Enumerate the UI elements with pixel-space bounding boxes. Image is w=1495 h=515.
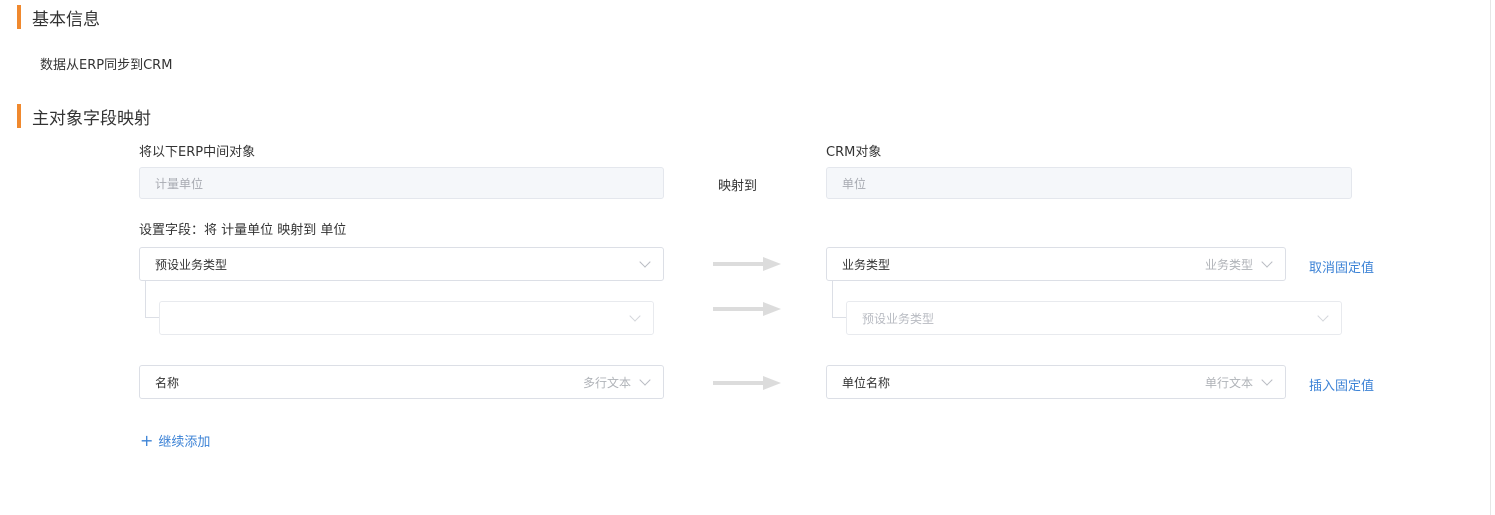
mapping-arrow-icon (713, 376, 783, 390)
sync-direction-text: 数据从ERP同步到CRM (40, 58, 173, 73)
target-subfield-select[interactable]: 预设业务类型 (846, 301, 1342, 335)
chevron-down-icon (639, 256, 651, 268)
source-object-input: 计量单位 (139, 167, 664, 199)
field-mapping-heading: 主对象字段映射 (17, 104, 151, 129)
basic-info-heading: 基本信息 (17, 5, 100, 30)
source-subfield-select[interactable] (159, 301, 654, 335)
target-field-select[interactable]: 单位名称 单行文本 (826, 365, 1286, 399)
source-field-select[interactable]: 预设业务类型 (139, 247, 664, 281)
panel-divider (1490, 0, 1491, 515)
field-mapping-title: 主对象字段映射 (32, 108, 151, 129)
source-field-value: 预设业务类型 (155, 257, 228, 272)
mapping-arrow-icon (713, 302, 783, 316)
chevron-down-icon (639, 374, 651, 386)
source-field-select[interactable]: 名称 多行文本 (139, 365, 664, 399)
add-more-label: 继续添加 (158, 435, 211, 450)
source-object-label: 将以下ERP中间对象 (139, 145, 256, 160)
tree-connector (832, 281, 846, 318)
plus-icon: + (140, 430, 154, 450)
set-fields-text: 设置字段：将 计量单位 映射到 单位 (139, 223, 347, 238)
source-field-type: 多行文本 (582, 375, 631, 390)
chevron-down-icon (629, 310, 641, 322)
section-accent-bar (17, 5, 21, 29)
source-object-value: 计量单位 (155, 176, 204, 191)
target-field-type: 单行文本 (1204, 375, 1253, 390)
target-field-value: 业务类型 (842, 257, 891, 272)
target-field-value: 单位名称 (842, 375, 891, 390)
chevron-down-icon (1261, 256, 1273, 268)
add-more-button[interactable]: + 继续添加 (140, 431, 210, 450)
chevron-down-icon (1317, 310, 1329, 322)
tree-connector (145, 281, 159, 318)
mapping-arrow-icon (713, 257, 783, 271)
maps-to-label: 映射到 (718, 179, 758, 194)
target-object-value: 单位 (842, 176, 867, 191)
target-subfield-value: 预设业务类型 (862, 311, 935, 326)
basic-info-title: 基本信息 (32, 9, 100, 30)
target-field-select[interactable]: 业务类型 业务类型 (826, 247, 1286, 281)
source-field-value: 名称 (155, 375, 180, 390)
target-field-type: 业务类型 (1204, 257, 1253, 272)
cancel-fixed-value-link[interactable]: 取消固定值 (1309, 261, 1375, 276)
target-object-input: 单位 (826, 167, 1352, 199)
section-accent-bar (17, 104, 21, 128)
chevron-down-icon (1261, 374, 1273, 386)
insert-fixed-value-link[interactable]: 插入固定值 (1309, 379, 1375, 394)
target-object-label: CRM对象 (826, 145, 882, 160)
